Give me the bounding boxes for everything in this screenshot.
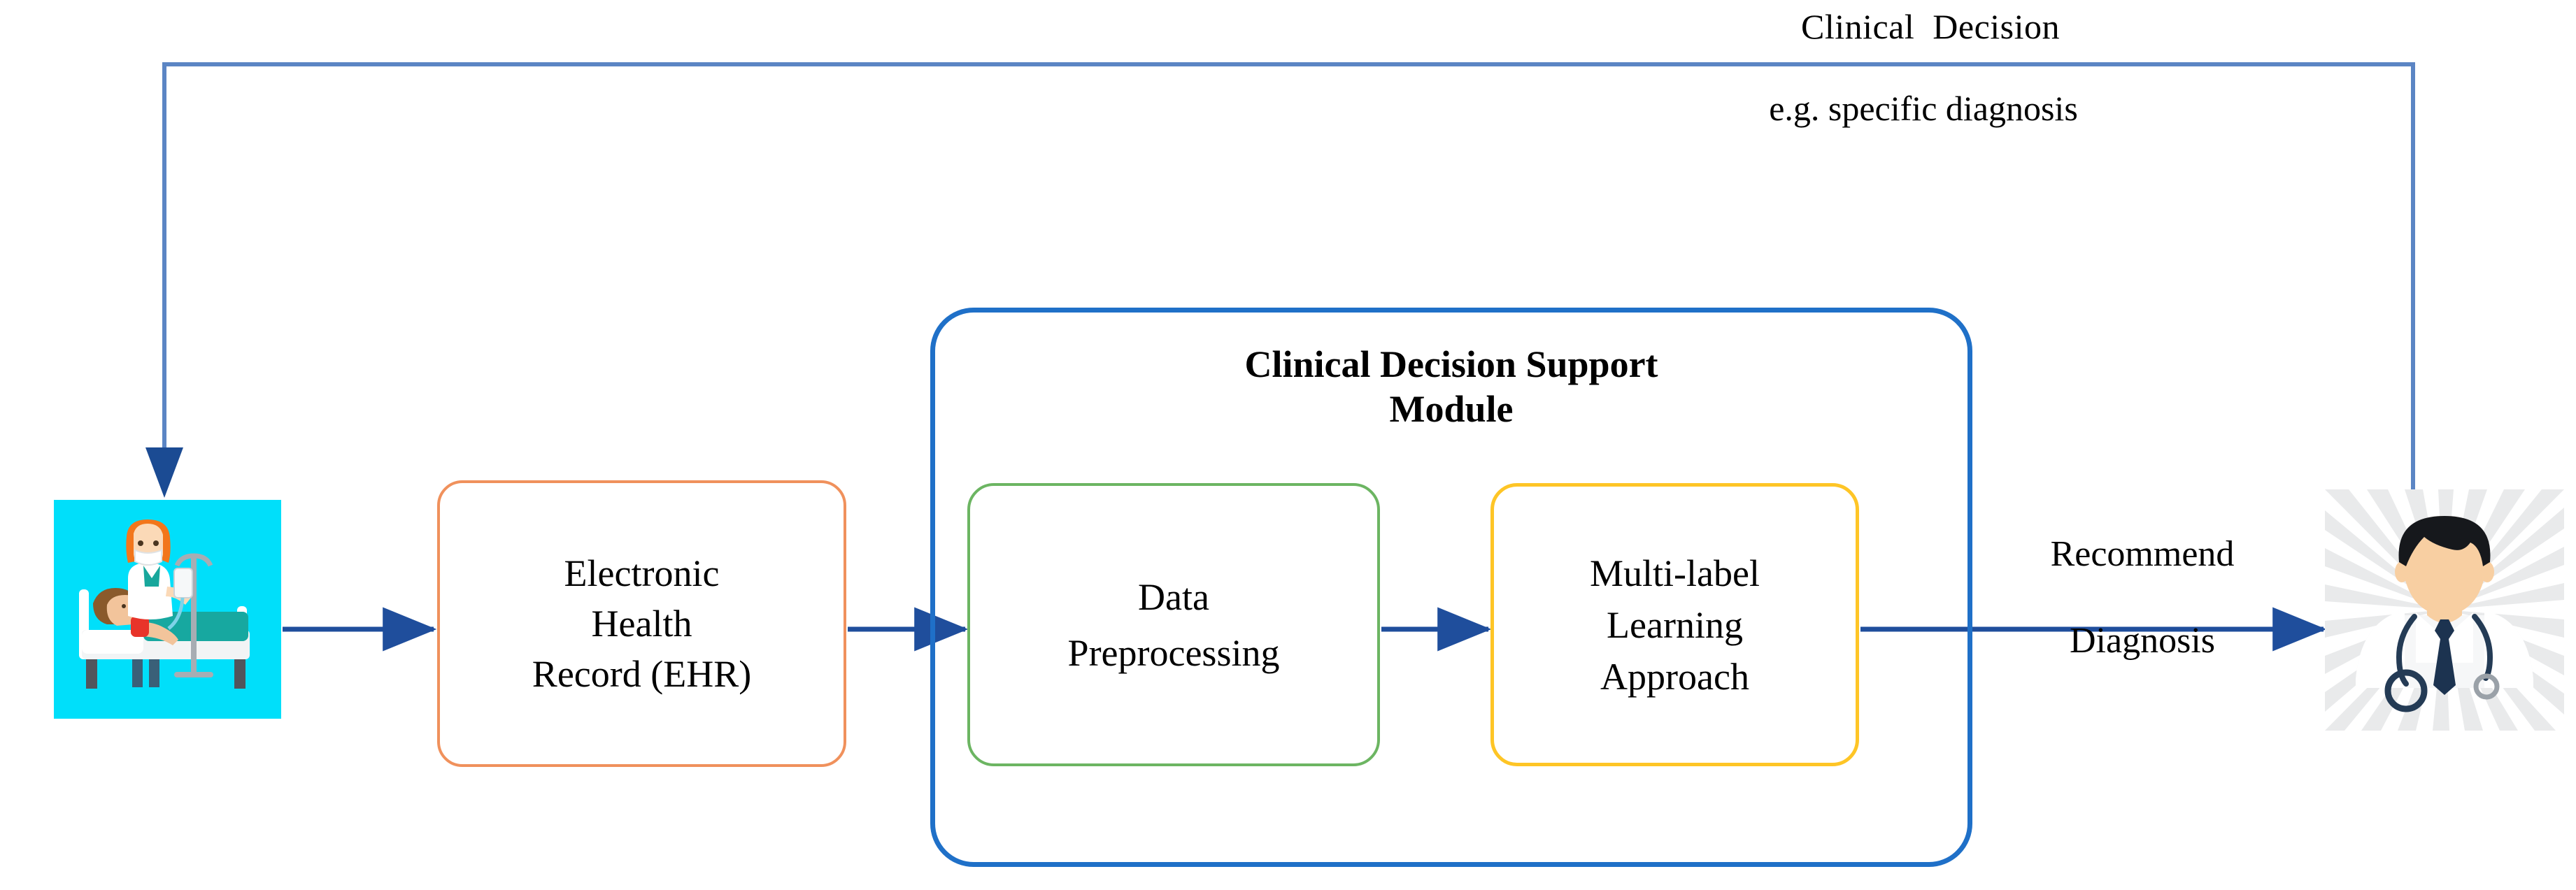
patient-icon (54, 500, 281, 719)
multilabel-line-2: Learning (1607, 603, 1743, 646)
ehr-box[interactable]: Electronic Health Record (EHR) (437, 480, 846, 767)
recommend-diagnosis-label: Recommend Diagnosis (1978, 489, 2307, 706)
module-title-line-2: Module (1389, 388, 1514, 430)
ehr-line-2: Health (591, 603, 692, 645)
multilabel-line-3: Approach (1600, 655, 1749, 698)
data-preprocessing-box[interactable]: Data Preprocessing (967, 483, 1380, 766)
preprocessing-line-2: Preprocessing (1067, 631, 1280, 674)
feedback-label-clinical-decision: Clinical Decision (1800, 7, 2061, 46)
ehr-line-1: Electronic (564, 552, 720, 594)
doctor-icon (2325, 489, 2564, 731)
preprocessing-line-1: Data (1138, 575, 1209, 618)
module-title: Clinical Decision Support Module (1102, 342, 1801, 431)
multilabel-line-1: Multi-label (1590, 552, 1760, 594)
recommend-line-2: Diagnosis (2070, 621, 2215, 661)
recommend-line-1: Recommend (2050, 534, 2235, 574)
ehr-line-3: Record (EHR) (532, 653, 752, 695)
doctor-avatar-icon (2325, 489, 2564, 731)
module-title-line-1: Clinical Decision Support (1244, 343, 1658, 385)
patient-in-hospital-bed-icon (79, 519, 250, 689)
multilabel-learning-approach-box[interactable]: Multi-label Learning Approach (1490, 483, 1859, 766)
clinical-decision-support-module[interactable]: Clinical Decision Support Module (930, 308, 1972, 867)
feedback-label-specific-diagnosis: e.g. specific diagnosis (1769, 89, 2078, 128)
